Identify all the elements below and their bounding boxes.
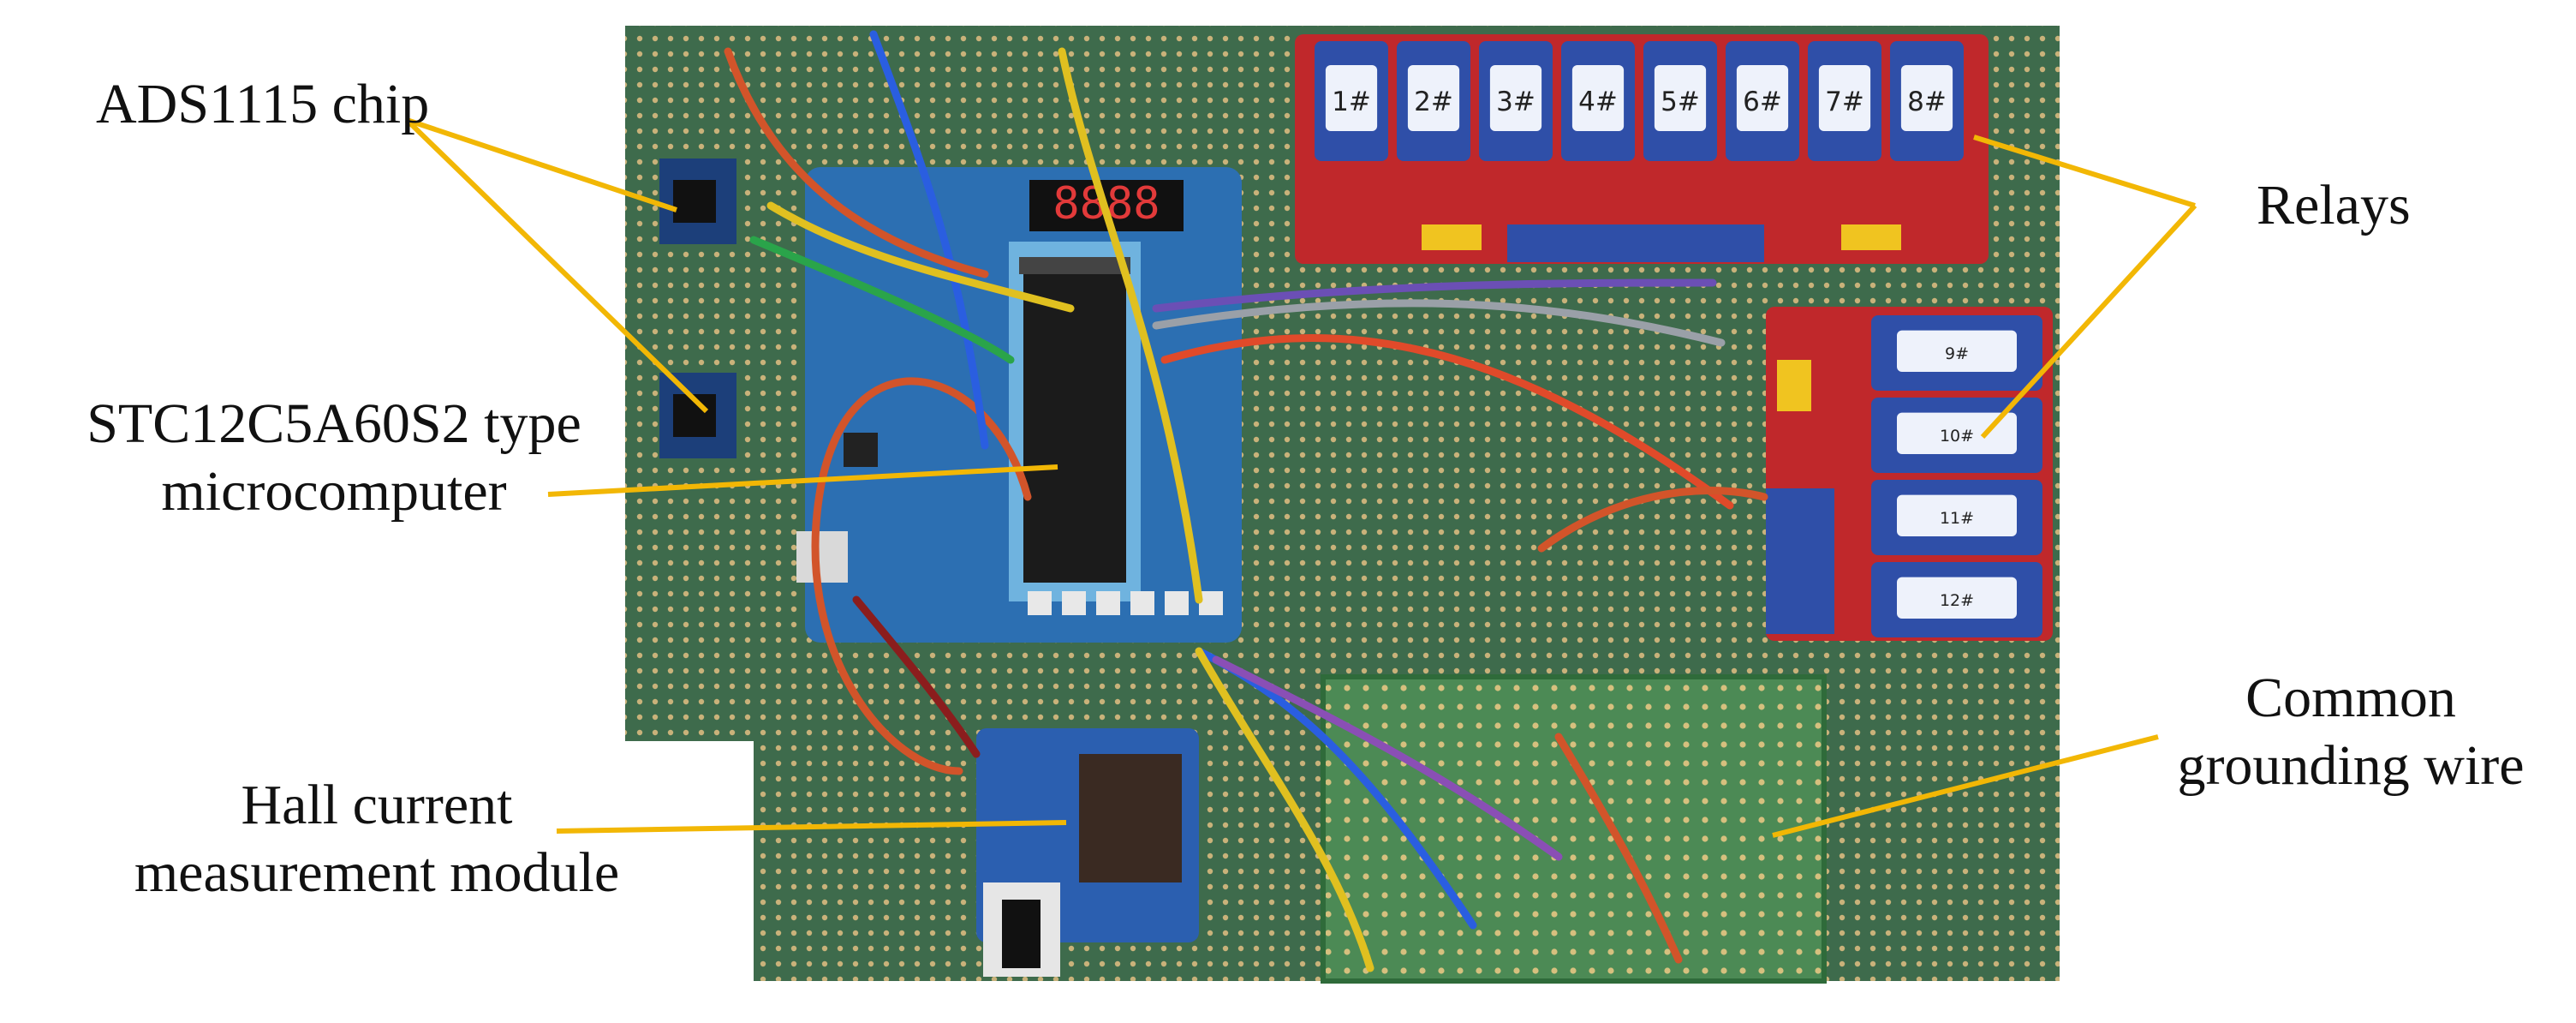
label-hall-module-line1: Hall current — [241, 774, 513, 836]
relay-tag: 12# — [1940, 591, 1974, 610]
leader-ground — [1772, 734, 2159, 838]
relay-12: 12# — [1871, 562, 2042, 637]
relay-tag: 11# — [1940, 509, 1974, 528]
leader-lines — [404, 117, 2197, 838]
relay-tag: 8# — [1907, 87, 1947, 117]
relay-tag: 1# — [1332, 87, 1371, 117]
relay-6: 6# — [1726, 41, 1799, 161]
board-button — [1199, 591, 1223, 615]
label-hall-module: Hall current measurement module — [51, 771, 702, 906]
label-microcomputer-line2: microcomputer — [161, 460, 507, 523]
relay-tag: 6# — [1743, 87, 1782, 117]
label-microcomputer: STC12C5A60S2 type microcomputer — [17, 390, 651, 525]
relay-tag: 2# — [1414, 87, 1453, 117]
relay-2: 2# — [1397, 41, 1470, 161]
board-button — [1096, 591, 1120, 615]
leader-relays-bottom — [1980, 203, 2197, 440]
relay-9: 9# — [1871, 315, 2042, 391]
relay-5: 5# — [1643, 41, 1717, 161]
relay-tag: 7# — [1825, 87, 1864, 117]
board-button — [1028, 591, 1052, 615]
label-ads1115-chip: ADS1115 chip — [96, 73, 430, 135]
relay-3: 3# — [1479, 41, 1553, 161]
relay-tag: 10# — [1940, 427, 1974, 446]
relay-10: 10# — [1871, 398, 2042, 473]
label-hall-module-line2: measurement module — [134, 841, 620, 905]
label-microcomputer-line1: STC12C5A60S2 type — [86, 392, 581, 455]
relay-11: 11# — [1871, 480, 2042, 555]
label-grounding-wire-line1: Common — [2245, 667, 2456, 729]
leader-relays-top — [1973, 135, 2196, 208]
relay-tag: 5# — [1661, 87, 1700, 117]
hall-module — [976, 728, 1199, 977]
relay-8: 8# — [1890, 41, 1964, 161]
leader-ads1115-top — [406, 117, 677, 212]
board-button — [1165, 591, 1189, 615]
label-grounding-wire-line2: grounding wire — [2177, 734, 2525, 798]
relay-tag: 4# — [1578, 87, 1618, 117]
label-relays: Relays — [2257, 174, 2411, 236]
relay-1: 1# — [1315, 41, 1388, 161]
wires — [724, 30, 1768, 972]
board-button — [1130, 591, 1154, 615]
relay-4: 4# — [1561, 41, 1635, 161]
leader-hall — [556, 820, 1067, 834]
relay-7: 7# — [1808, 41, 1881, 161]
relay-module-4ch: 9# 10# 11# 12# — [1766, 307, 2053, 641]
leader-mcu — [547, 464, 1058, 497]
ads1115-modules — [659, 159, 736, 458]
board-button — [1062, 591, 1086, 615]
label-grounding-wire: Common grounding wire — [2124, 664, 2576, 799]
grounding-board — [1321, 674, 1827, 984]
relay-module-8ch: 1# 2# 3# 4# 5# 6# 7# 8# — [1295, 34, 1989, 264]
leader-ads1115-bottom — [404, 117, 709, 414]
relay-tag: 3# — [1496, 87, 1535, 117]
relay-tag: 9# — [1945, 344, 1969, 363]
